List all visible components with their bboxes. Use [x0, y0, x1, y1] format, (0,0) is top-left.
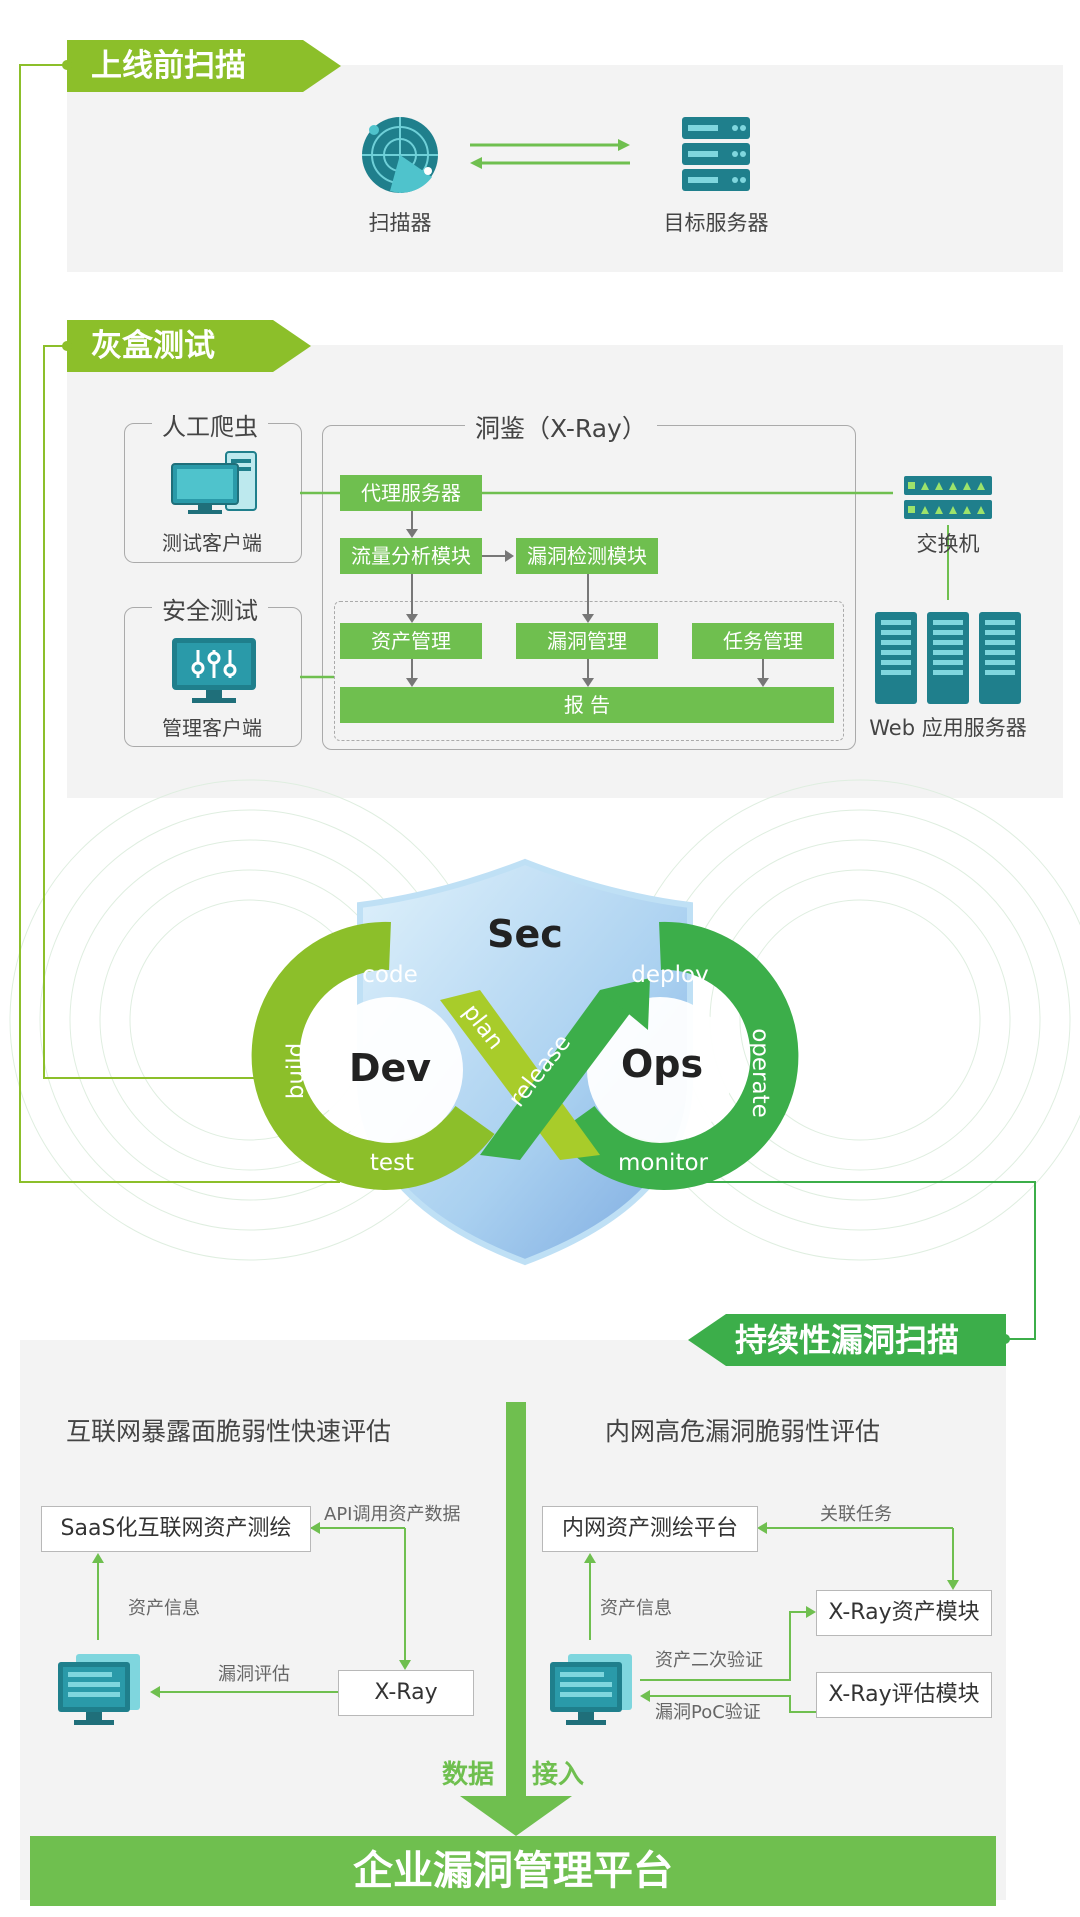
target-server-label: 目标服务器 [663, 211, 769, 235]
ops-label: Ops [620, 1042, 704, 1086]
scanner-label: 扫描器 [368, 211, 432, 235]
vuln-mgmt-box: 漏洞管理 [516, 623, 658, 659]
asset-info-left-label: 资产信息 [128, 1598, 200, 1619]
crawler-group-title: 人工爬虫 [152, 407, 268, 442]
code-label: code [362, 962, 418, 988]
test-label: test [369, 1150, 415, 1176]
server-rack-icon [680, 115, 752, 195]
plan-label: plan [457, 999, 509, 1055]
web-servers-label: Web 应用服务器 [869, 716, 1027, 740]
sec-label: Sec [487, 912, 563, 956]
poc-verify-label: 漏洞PoC验证 [655, 1702, 761, 1723]
tag-continuous-scan: 持续性漏洞扫描 [688, 1314, 1006, 1366]
tag-graybox-test: 灰盒测试 [67, 320, 311, 372]
asset-mgmt-box: 资产管理 [340, 623, 482, 659]
report-box: 报 告 [340, 687, 834, 723]
xray-group-title: 洞鉴（X-Ray） [465, 409, 657, 445]
scan-arrows [465, 135, 635, 175]
right-section-title: 内网高危漏洞脆弱性评估 [605, 1417, 881, 1446]
xray-asset-module-box: X-Ray资产模块 [816, 1590, 992, 1636]
switch-label: 交换机 [916, 532, 980, 556]
vuln-detect-box: 漏洞检测模块 [516, 538, 658, 574]
build-label: build [283, 1042, 309, 1100]
related-task-label: 关联任务 [820, 1504, 892, 1525]
radar-icon [360, 115, 440, 195]
vuln-eval-label: 漏洞评估 [218, 1664, 290, 1685]
task-mgmt-box: 任务管理 [692, 623, 834, 659]
security-test-group-title: 安全测试 [152, 591, 268, 626]
asset-verify-label: 资产二次验证 [655, 1650, 763, 1671]
admin-client-label: 管理客户端 [162, 716, 262, 740]
traffic-analysis-box: 流量分析模块 [340, 538, 482, 574]
release-label: release [503, 1029, 577, 1113]
server-tower-icon [873, 610, 1023, 706]
dashboard-monitor-icon [56, 1652, 144, 1730]
tag-prelaunch-scan: 上线前扫描 [67, 40, 341, 92]
test-client-label: 测试客户端 [162, 531, 262, 555]
api-call-label: API调用资产数据 [324, 1504, 461, 1525]
intranet-asset-mapping-box: 内网资产测绘平台 [542, 1506, 758, 1552]
desktop-computer-icon [170, 450, 260, 516]
data-label: 数据 [442, 1760, 495, 1790]
saas-asset-mapping-box: SaaS化互联网资产测绘 [41, 1506, 311, 1552]
asset-info-right-label: 资产信息 [600, 1598, 672, 1619]
enterprise-vuln-platform-banner: 企业漏洞管理平台 [30, 1836, 996, 1906]
dashboard-monitor-icon [548, 1652, 636, 1730]
left-section-title: 互联网暴露面脆弱性快速评估 [66, 1417, 392, 1446]
network-switch-icon [903, 475, 993, 521]
xray-box: X-Ray [338, 1670, 474, 1716]
dev-label: Dev [348, 1046, 432, 1090]
xray-eval-module-box: X-Ray评估模块 [816, 1672, 992, 1718]
control-panel-monitor-icon [170, 636, 258, 706]
monitor-label: monitor [618, 1150, 708, 1176]
deploy-label: deploy [631, 962, 709, 988]
proxy-server-box: 代理服务器 [340, 475, 482, 511]
operate-label: operate [747, 1028, 773, 1118]
access-label: 接入 [532, 1760, 585, 1790]
